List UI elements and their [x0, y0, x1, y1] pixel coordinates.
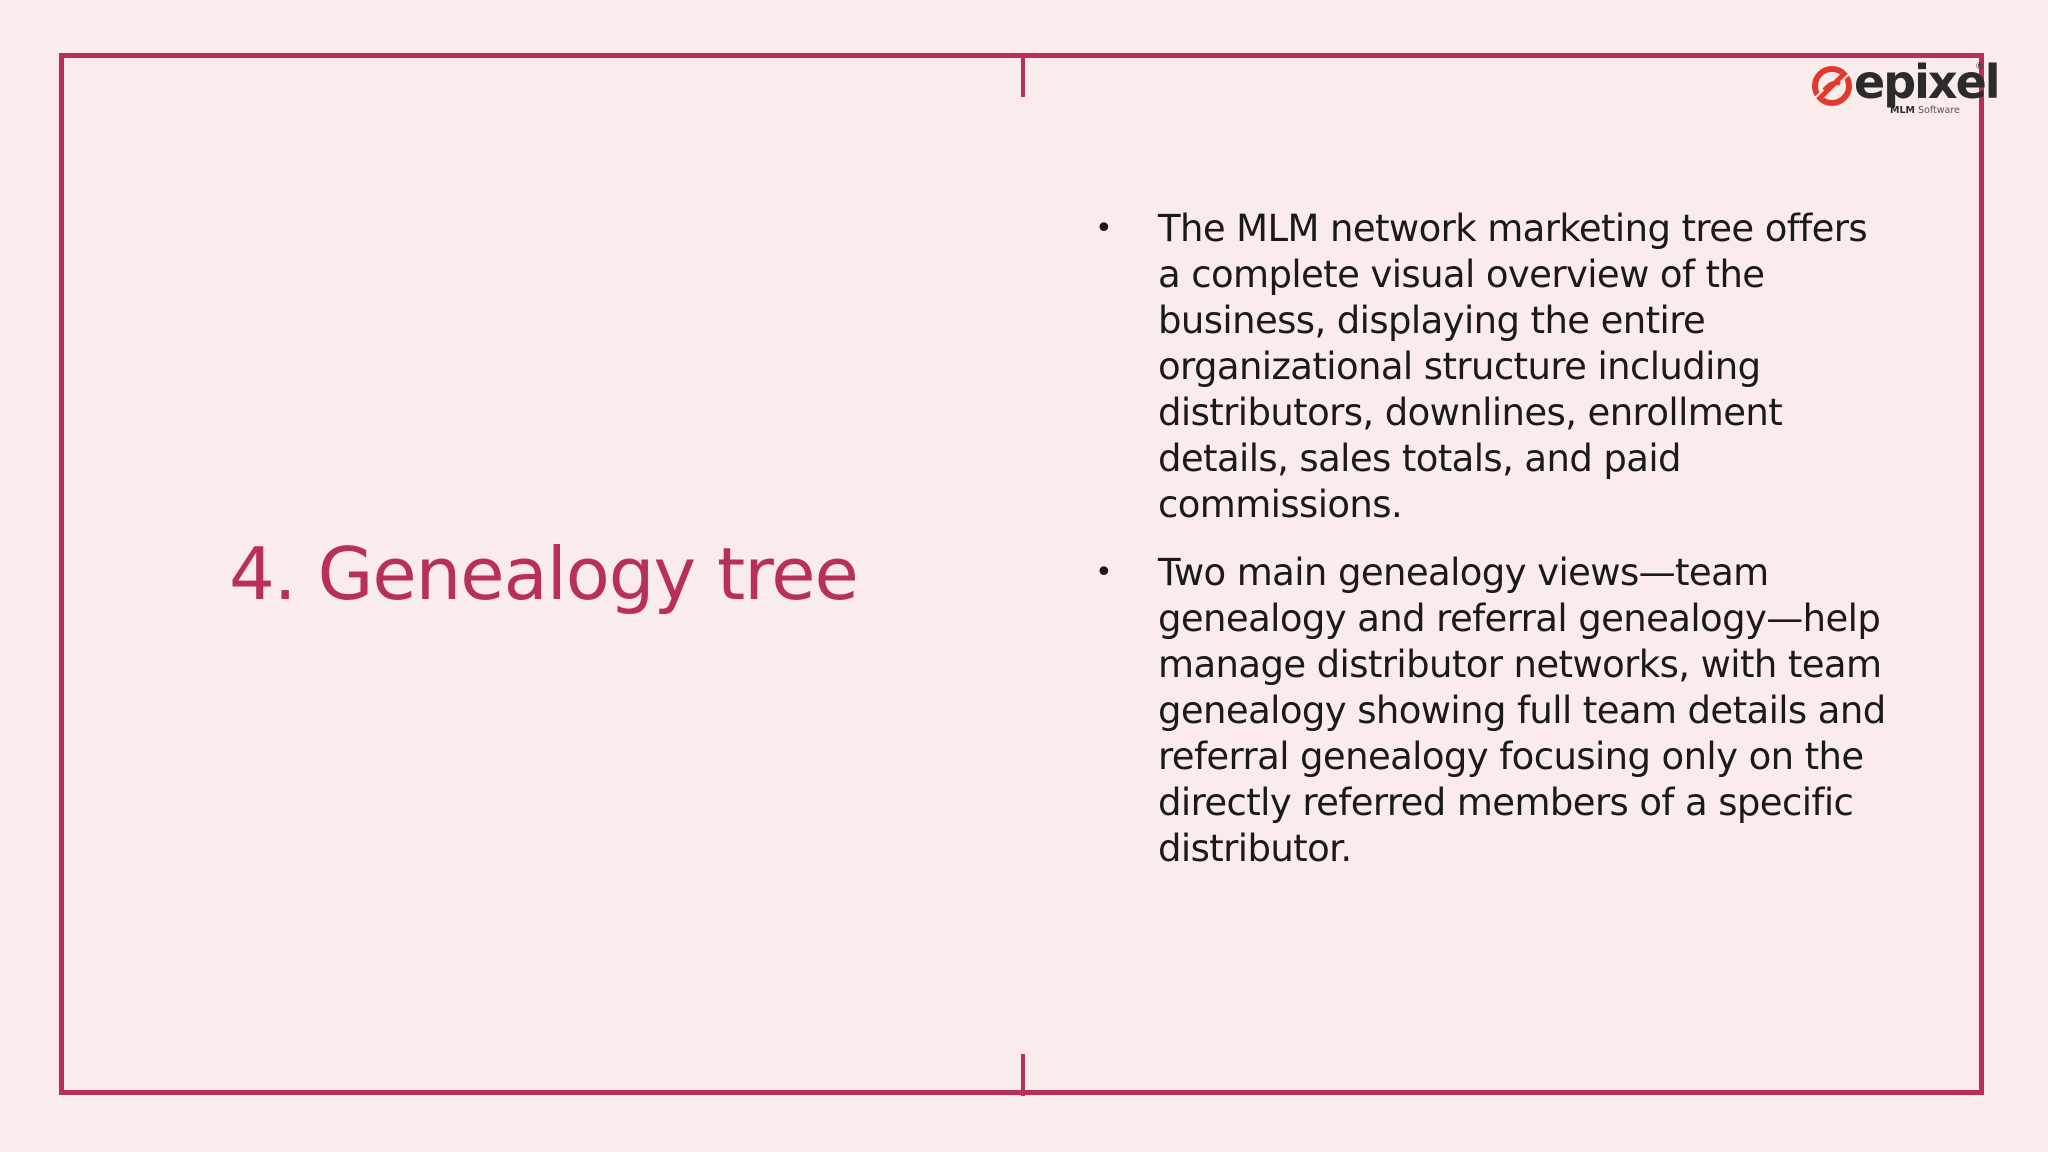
bullet-dot-icon: •	[1095, 211, 1113, 246]
bullet-line: details, sales totals, and paid	[1158, 437, 1682, 480]
bullet-dot-icon: •	[1095, 555, 1113, 590]
frame-divider-bottom	[1021, 1054, 1025, 1096]
bullet-line: genealogy showing full team details and	[1158, 689, 1886, 732]
bullet-line: distributor.	[1158, 827, 1352, 870]
bullet-list: • The MLM network marketing tree offers …	[1095, 206, 1895, 894]
logo-tagline: MLM Software	[1890, 105, 1960, 116]
logo-wordmark: epixel	[1854, 55, 2001, 109]
bullet-line: genealogy and referral genealogy—help	[1158, 597, 1881, 640]
bullet-line: commissions.	[1158, 483, 1403, 526]
bullet-line: manage distributor networks, with team	[1158, 643, 1882, 686]
epixel-logo: epixel ® MLM Software	[1806, 56, 2001, 118]
logo-registered-mark: ®	[1975, 62, 1984, 72]
bullet-line: Two main genealogy views—team	[1158, 551, 1769, 594]
epixel-swirl-icon	[1811, 66, 1853, 106]
slide-title: 4. Genealogy tree	[229, 532, 859, 616]
bullet-line: organizational structure including	[1158, 345, 1761, 388]
bullet-line: directly referred members of a specific	[1158, 781, 1854, 824]
logo-tagline-software: Software	[1918, 105, 1960, 116]
bullet-line: business, displaying the entire	[1158, 299, 1706, 342]
bullet-line: a complete visual overview of the	[1158, 253, 1765, 296]
bullet-item: • The MLM network marketing tree offers …	[1095, 206, 1895, 528]
bullet-line: referral genealogy focusing only on the	[1158, 735, 1864, 778]
bullet-line: distributors, downlines, enrollment	[1158, 391, 1783, 434]
bullet-line: The MLM network marketing tree offers	[1158, 207, 1868, 250]
bullet-item: • Two main genealogy views—team genealog…	[1095, 550, 1895, 872]
frame-divider-top	[1021, 55, 1025, 97]
logo-tagline-mlm: MLM	[1890, 105, 1915, 116]
